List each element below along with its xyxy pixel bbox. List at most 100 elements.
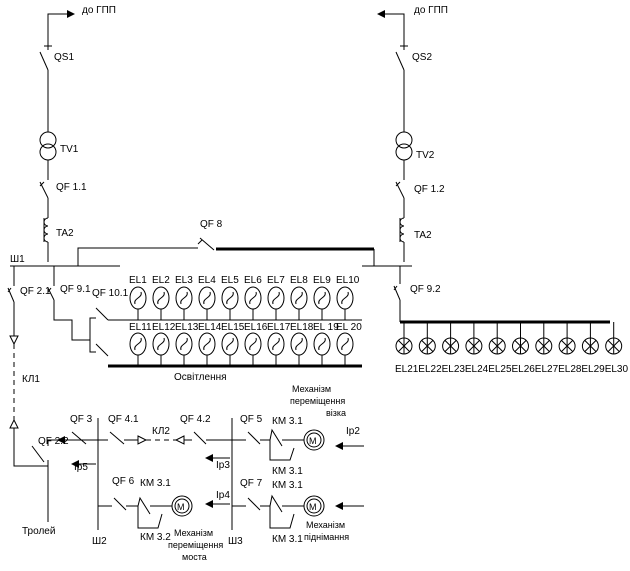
lamp-el14: EL14 (198, 322, 222, 366)
qs1-label: QS1 (54, 52, 74, 63)
lamp-label: EL29 (581, 364, 605, 375)
lamp-label: EL22 (418, 364, 442, 375)
motor-trolley (303, 429, 325, 451)
lamp-el9: EL9 (313, 275, 331, 320)
lamp-label: EL 20 (336, 322, 362, 333)
lamp-label: EL9 (313, 275, 331, 286)
lamp-label: EL1 (129, 275, 147, 286)
lamp-el23: EL23 (442, 322, 465, 375)
trolley-feeder: QF 2.1 КЛ1 QF 2.2 Ip5 Тролей (7, 266, 96, 537)
km32-label: КМ 3.2 (140, 532, 171, 543)
lighting-label: Освітлення (174, 372, 227, 383)
motor-lift (303, 495, 325, 517)
km31-e-label: КМ 3.1 (272, 534, 303, 545)
km31-d-label: КМ 3.1 (272, 480, 303, 491)
right-lighting-feeder: QF 9.2 (393, 266, 610, 324)
tv2-winding-bottom (395, 143, 413, 161)
lamp-el27: EL27 (535, 322, 559, 375)
lamp-label: EL13 (175, 322, 199, 333)
mech-bridge-3: моста (182, 552, 207, 562)
kl1-label: КЛ1 (22, 374, 40, 385)
km31-a-label: КМ 3.1 (272, 416, 303, 427)
tv2-label: TV2 (416, 150, 435, 161)
lamp-label: EL6 (244, 275, 262, 286)
lamp-el8: EL8 (290, 275, 308, 320)
tv1-label: TV1 (60, 144, 79, 155)
lamp-label: EL3 (175, 275, 193, 286)
motor-bridge (171, 495, 193, 517)
lamps-row-1: EL1 EL2 EL3 EL4 EL5 EL6 EL7 EL8 EL9 EL10 (129, 275, 360, 320)
sh3-label: Ш3 (228, 536, 243, 547)
feed-right-label: до ГПП (414, 5, 448, 16)
lamp-label: EL10 (336, 275, 360, 286)
lamp-label: EL 19 (313, 322, 339, 333)
lamp-label: EL15 (221, 322, 245, 333)
lamp-label: EL5 (221, 275, 239, 286)
left-feed: до ГПП QS1 TV1 QF 1.1 TA2 (39, 5, 116, 262)
lamp-el12: EL12 (152, 322, 176, 366)
lamp-label: EL30 (605, 364, 629, 375)
lamp-label: EL12 (152, 322, 176, 333)
lamp-el11: EL11 (129, 322, 152, 366)
lamp-el25: EL25 (488, 322, 512, 375)
lamp-label: EL14 (198, 322, 222, 333)
ip3-label: Ip3 (216, 460, 230, 471)
lamp-el13: EL13 (175, 322, 199, 366)
lamp-label: EL21 (395, 364, 419, 375)
qf92-label: QF 9.2 (410, 284, 441, 295)
mech-trolley-3: візка (326, 408, 346, 418)
motor-lift-label: М (309, 502, 317, 512)
tv1-winding-bottom (39, 143, 57, 161)
lamp-el29: EL29 (581, 322, 605, 375)
lamp-label: EL11 (129, 322, 152, 333)
mech-lift-2: піднімання (304, 532, 349, 542)
qf11-label: QF 1.1 (56, 182, 87, 193)
lamp-el22: EL22 (418, 322, 442, 375)
lamp-el15: EL15 (221, 322, 245, 366)
sh1-label: Ш1 (10, 254, 25, 265)
km31-b-label: КМ 3.1 (272, 466, 303, 477)
qf7-label: QF 7 (240, 478, 263, 489)
qf41-label: QF 4.1 (108, 414, 139, 425)
feed-left-label: до ГПП (82, 5, 116, 16)
qf5-label: QF 5 (240, 414, 263, 425)
ip4-label: Ip4 (216, 490, 230, 501)
lamp-el4: EL4 (198, 275, 216, 320)
mech-trolley-2: переміщення (290, 396, 345, 406)
lamp-label: EL25 (488, 364, 512, 375)
qf3-label: QF 3 (70, 414, 93, 425)
lamp-label: EL2 (152, 275, 170, 286)
qf91-label: QF 9.1 (60, 284, 91, 295)
trolley-label: Тролей (22, 526, 55, 537)
kl2-label: КЛ2 (152, 426, 170, 437)
qf21-label: QF 2.1 (20, 286, 51, 297)
lamp-el24: EL24 (465, 322, 489, 375)
lamp-el6: EL6 (244, 275, 262, 320)
lamp-el2: EL2 (152, 275, 170, 320)
lamp-label: EL8 (290, 275, 308, 286)
qf12-label: QF 1.2 (414, 184, 445, 195)
lamp-el26: EL26 (512, 322, 535, 375)
qf22-label: QF 2.2 (38, 436, 69, 447)
tv1-winding-top (39, 131, 57, 149)
lamp-el1: EL1 (129, 275, 147, 320)
lamp-el16: EL16 (244, 322, 268, 366)
lamp-el18: EL18 (290, 322, 314, 366)
qf8-label: QF 8 (200, 219, 223, 230)
qf42-label: QF 4.2 (180, 414, 211, 425)
sh2-label: Ш2 (92, 536, 107, 547)
ip2-label: Ip2 (346, 426, 360, 437)
lighting-feeder: QF 9.1 QF 10.1 Освітлення (47, 266, 362, 383)
ip5-label: Ip5 (74, 462, 88, 473)
qf6-label: QF 6 (112, 476, 135, 487)
lamp-el30: EL30 (605, 322, 629, 375)
ta2-right-label: TA2 (414, 230, 432, 241)
lamp-el17: EL17 (267, 322, 291, 366)
lamp-label: EL27 (535, 364, 559, 375)
lamp-label: EL7 (267, 275, 285, 286)
mech-bridge-1: Механізм (174, 528, 213, 538)
mech-bridge-2: переміщення (168, 540, 223, 550)
qf101-label: QF 10.1 (92, 288, 129, 299)
